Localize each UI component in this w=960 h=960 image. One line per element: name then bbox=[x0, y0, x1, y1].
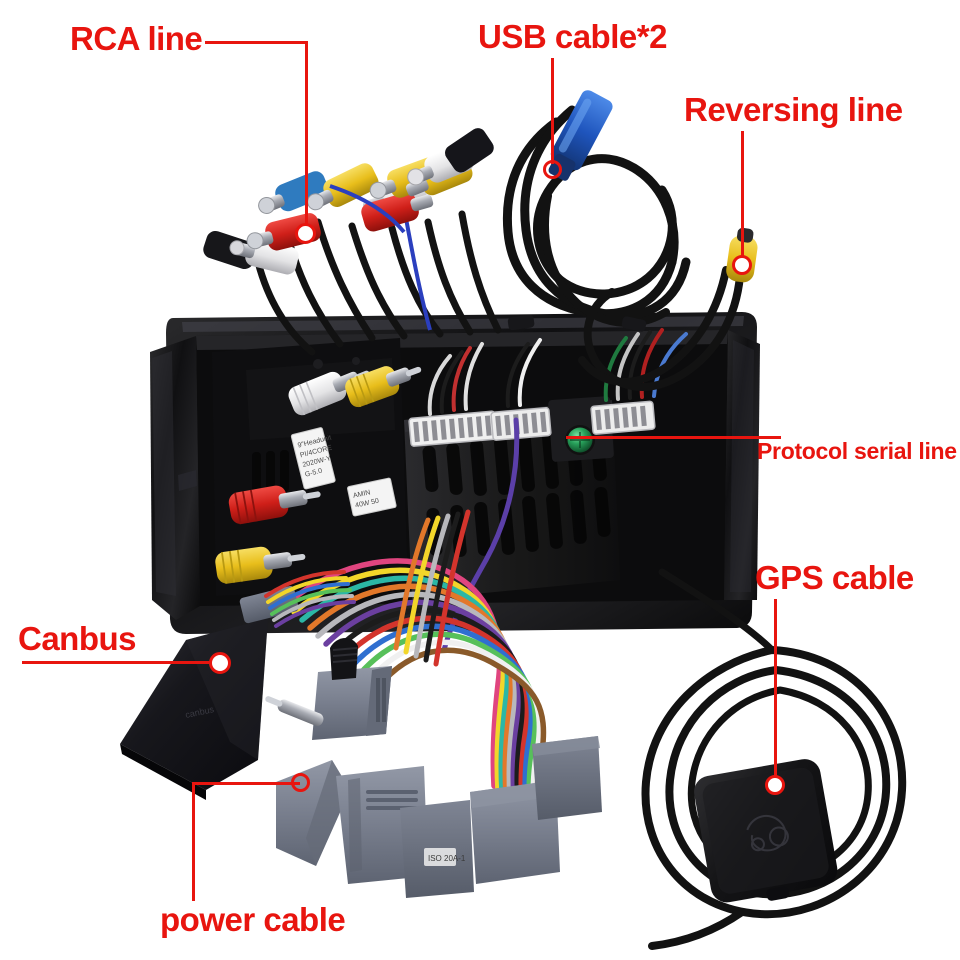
callout-label-gps-cable: GPS cable bbox=[755, 559, 914, 596]
leader-marker-power-cable bbox=[291, 773, 310, 792]
callout-label-canbus: Canbus bbox=[18, 620, 137, 657]
leader-marker-gps-cable bbox=[765, 775, 785, 795]
leader-line-rca-vertical bbox=[305, 41, 308, 233]
leader-line-canbus-horizontal bbox=[22, 661, 216, 664]
iso-power-connectors: ISO 20A-1 bbox=[276, 736, 602, 898]
wire-loom-top bbox=[427, 328, 688, 416]
callout-label-power-cable: power cable bbox=[160, 901, 346, 938]
leader-line-reversing-vertical bbox=[741, 131, 744, 259]
antenna-adapter bbox=[265, 637, 392, 740]
callout-label-rca-line: RCA line bbox=[70, 20, 203, 57]
leader-line-power-horizontal bbox=[192, 782, 300, 785]
gps-puck bbox=[694, 759, 838, 903]
callout-label-protocol-serial-line: Protocol serial line bbox=[757, 438, 957, 464]
chassis-rca-plugs: 9"Headunit PI/4CORE 2020W-Y G-5.0 bbox=[215, 366, 422, 584]
reverse-camera-lead bbox=[578, 266, 744, 391]
callout-label-usb-cable: USB cable*2 bbox=[478, 18, 667, 55]
leader-marker-canbus bbox=[209, 652, 231, 674]
leader-marker-rca-line bbox=[295, 223, 316, 244]
svg-text:AMIN: AMIN bbox=[353, 489, 372, 499]
svg-text:40W 50: 40W 50 bbox=[355, 498, 380, 510]
leader-line-power-vertical bbox=[192, 783, 195, 901]
canbus-box: canbus bbox=[120, 570, 356, 800]
callout-label-reversing-line: Reversing line bbox=[684, 91, 903, 128]
svg-text:G-5.0: G-5.0 bbox=[304, 468, 323, 479]
cable-tag: AMIN 40W 50 bbox=[347, 477, 397, 517]
leader-line-protocol-horizontal bbox=[566, 436, 781, 439]
leader-line-gps-vertical bbox=[774, 599, 777, 780]
right-bezel-wing bbox=[724, 330, 760, 600]
svg-text:ISO 20A-1: ISO 20A-1 bbox=[428, 854, 466, 863]
leader-marker-reversing-line bbox=[732, 255, 752, 275]
leader-marker-usb-cable bbox=[543, 160, 562, 179]
cable-tag: 9"Headunit PI/4CORE 2020W-Y G-5.0 bbox=[290, 427, 336, 490]
usb-extension-cables bbox=[502, 105, 691, 327]
leader-line-rca-horizontal bbox=[205, 41, 308, 44]
rca-connector-cluster bbox=[203, 128, 502, 356]
left-bezel-wing bbox=[150, 336, 200, 620]
leader-line-usb-vertical bbox=[551, 58, 554, 164]
white-connector-blocks bbox=[408, 400, 656, 447]
